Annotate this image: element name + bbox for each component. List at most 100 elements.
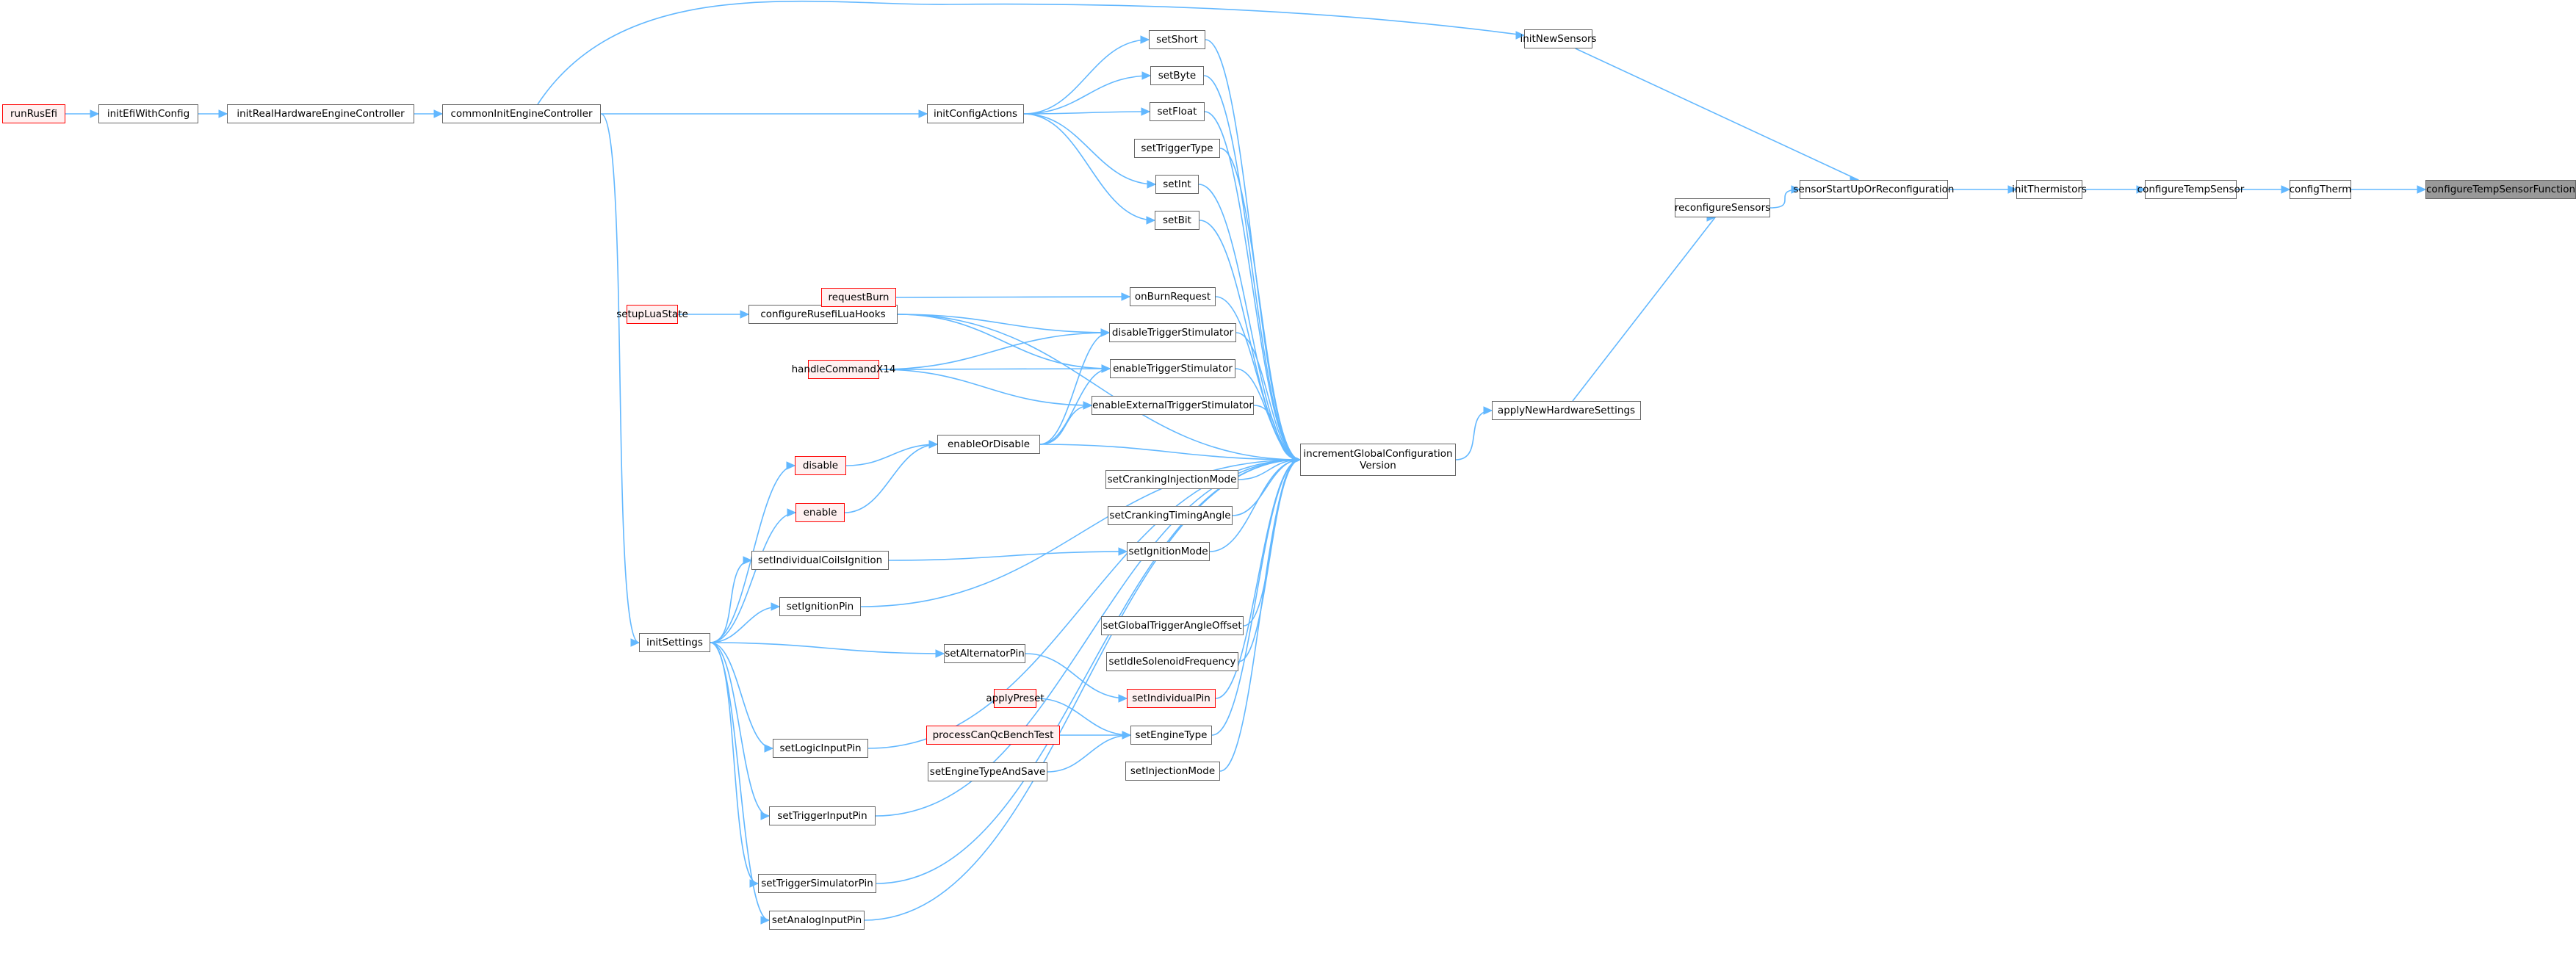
node-handle-command-x14[interactable]: handleCommandX14 [792,360,895,379]
edge-set-individual-coils-ignition-to-set-ignition-mode [888,551,1128,561]
node-set-logic-input-pin[interactable]: setLogicInputPin [773,739,868,758]
node-set-short[interactable]: setShort [1149,30,1205,49]
arrowhead-icon [90,109,100,118]
node-configure-temp-sensor[interactable]: configureTempSensor [2137,180,2244,199]
node-set-engine-type[interactable]: setEngineType [1130,726,1212,745]
arrowhead-icon [760,916,771,925]
node-init-real-hardware-engine-controller[interactable]: initRealHardwareEngineController [227,104,414,123]
node-set-cranking-injection-mode[interactable]: setCrankingInjectionMode [1105,470,1238,489]
node-init-config-actions[interactable]: initConfigActions [927,104,1024,123]
arrowhead-icon [1791,185,1801,194]
node-apply-new-hardware-settings[interactable]: applyNewHardwareSettings [1492,401,1641,420]
node-config-therm[interactable]: configTherm [2290,180,2351,199]
arrowhead-icon [1083,401,1093,410]
arrowhead-icon [1121,292,1131,301]
edge-enable-or-disable-to-enable-trigger-stimulator [1039,368,1111,445]
node-setup-lua-state[interactable]: setupLuaState [616,305,688,324]
node-reconfigure-sensors[interactable]: reconfigureSensors [1675,198,1770,217]
edge-handle-command-x14-to-disable-trigger-stimulator [878,332,1110,370]
arrowhead-icon [1122,731,1132,740]
arrowhead-icon [935,649,945,658]
edge-common-init-engine-controller-to-init-new-sensors [537,0,1525,105]
node-set-analog-input-pin[interactable]: setAnalogInputPin [769,911,865,930]
arrowhead-icon [1291,455,1302,464]
node-set-idle-solenoid-frequency[interactable]: setIdleSolenoidFrequency [1106,652,1238,671]
edge-set-injection-mode-to-increment-global-configuration-version [1219,459,1301,772]
edge-configure-rusefi-lua-hooks-to-disable-trigger-stimulator [897,314,1110,333]
node-init-thermistors[interactable]: initThermistors [2012,180,2087,199]
node-disable[interactable]: disable [795,456,846,475]
node-set-injection-mode[interactable]: setInjectionMode [1125,762,1220,781]
node-set-ignition-mode[interactable]: setIgnitionMode [1127,542,1210,561]
edge-set-int-to-increment-global-configuration-version [1198,184,1301,460]
node-set-trigger-type[interactable]: setTriggerType [1134,139,1220,158]
node-disable-trigger-stimulator[interactable]: disableTriggerStimulator [1109,323,1236,342]
node-run-rus-efi[interactable]: runRusEfi [2,104,65,123]
arrowhead-icon [2007,185,2018,194]
node-sensor-start-up-or-reconfiguration[interactable]: sensorStartUpOrReconfiguration [1794,180,1955,199]
arrowhead-icon [1100,328,1111,337]
edge-init-config-actions-to-set-int [1023,113,1156,185]
node-set-int[interactable]: setInt [1155,175,1199,194]
node-configure-rusefi-lua-hooks[interactable]: configureRusefiLuaHooks [748,305,898,324]
node-init-efi-with-config[interactable]: initEfiWithConfig [98,104,198,123]
arrowhead-icon [918,109,928,118]
node-init-settings[interactable]: initSettings [639,633,710,652]
edge-handle-command-x14-to-enable-external-trigger-stimulator [878,369,1092,406]
edge-set-logic-input-pin-to-increment-global-configuration-version [867,459,1301,749]
node-enable[interactable]: enable [795,503,845,522]
arrowhead-icon [218,109,228,118]
edge-init-new-sensors-to-sensor-start-up-or-reconfiguration [1575,48,1859,181]
node-on-burn-request[interactable]: onBurnRequest [1130,287,1216,306]
node-set-ignition-pin[interactable]: setIgnitionPin [779,597,861,616]
arrowhead-icon [1118,547,1128,556]
node-enable-or-disable[interactable]: enableOrDisable [937,435,1040,454]
arrowhead-icon [630,638,641,647]
node-common-init-engine-controller[interactable]: commonInitEngineController [442,104,601,123]
node-set-trigger-simulator-pin[interactable]: setTriggerSimulatorPin [758,874,876,893]
node-set-alternator-pin[interactable]: setAlternatorPin [944,644,1025,663]
edge-increment-global-configuration-version-to-apply-new-hardware-settings [1455,410,1493,460]
node-enable-external-trigger-stimulator[interactable]: enableExternalTriggerStimulator [1092,396,1254,415]
edge-set-byte-to-increment-global-configuration-version [1203,75,1301,460]
arrowhead-icon [1118,694,1128,703]
node-increment-global-configuration-version[interactable]: incrementGlobalConfiguration Version [1300,444,1456,476]
node-set-individual-pin[interactable]: setIndividualPin [1127,689,1216,708]
node-set-bit[interactable]: setBit [1155,211,1199,230]
node-set-trigger-input-pin[interactable]: setTriggerInputPin [769,806,876,825]
node-apply-preset[interactable]: applyPreset [986,689,1045,708]
arrowhead-icon [1515,31,1526,40]
node-set-global-trigger-angle-offset[interactable]: setGlobalTriggerAngleOffset [1101,616,1244,635]
node-process-can-qc-bench-test[interactable]: processCanQcBenchTest [926,726,1060,745]
node-set-cranking-timing-angle[interactable]: setCrankingTimingAngle [1108,506,1233,525]
arrowhead-icon [1141,71,1152,80]
arrowhead-icon [764,744,774,753]
edge-init-config-actions-to-set-float [1023,111,1150,115]
edge-configure-rusefi-lua-hooks-to-enable-trigger-stimulator [897,314,1111,369]
node-request-burn[interactable]: requestBurn [821,288,896,307]
edge-set-idle-solenoid-frequency-to-increment-global-configuration-version [1238,459,1301,662]
arrowhead-icon [787,508,797,517]
node-set-float[interactable]: setFloat [1150,102,1205,121]
node-set-individual-coils-ignition[interactable]: setIndividualCoilsIgnition [751,551,889,570]
edge-init-config-actions-to-set-byte [1023,75,1151,115]
arrowhead-icon [740,310,750,319]
node-set-engine-type-and-save[interactable]: setEngineTypeAndSave [928,762,1047,781]
edge-enable-or-disable-to-enable-external-trigger-stimulator [1039,405,1092,445]
edge-enable-to-enable-or-disable [844,444,938,513]
node-init-new-sensors[interactable]: initNewSensors [1520,29,1597,48]
edge-enable-trigger-stimulator-to-increment-global-configuration-version [1235,368,1301,460]
arrowhead-icon [760,812,771,820]
edge-init-settings-to-enable [710,512,796,643]
edge-enable-external-trigger-stimulator-to-increment-global-configuration-version [1253,405,1301,460]
node-set-byte[interactable]: setByte [1150,66,1204,85]
edge-set-float-to-increment-global-configuration-version [1204,111,1301,460]
edge-init-settings-to-set-ignition-pin [710,606,780,643]
node-enable-trigger-stimulator[interactable]: enableTriggerStimulator [1110,359,1235,378]
node-configure-temp-sensor-function[interactable]: configureTempSensorFunction [2425,180,2576,199]
edge-init-settings-to-set-trigger-input-pin [710,642,770,817]
arrowhead-icon [433,109,444,118]
edge-disable-to-enable-or-disable [845,444,938,466]
